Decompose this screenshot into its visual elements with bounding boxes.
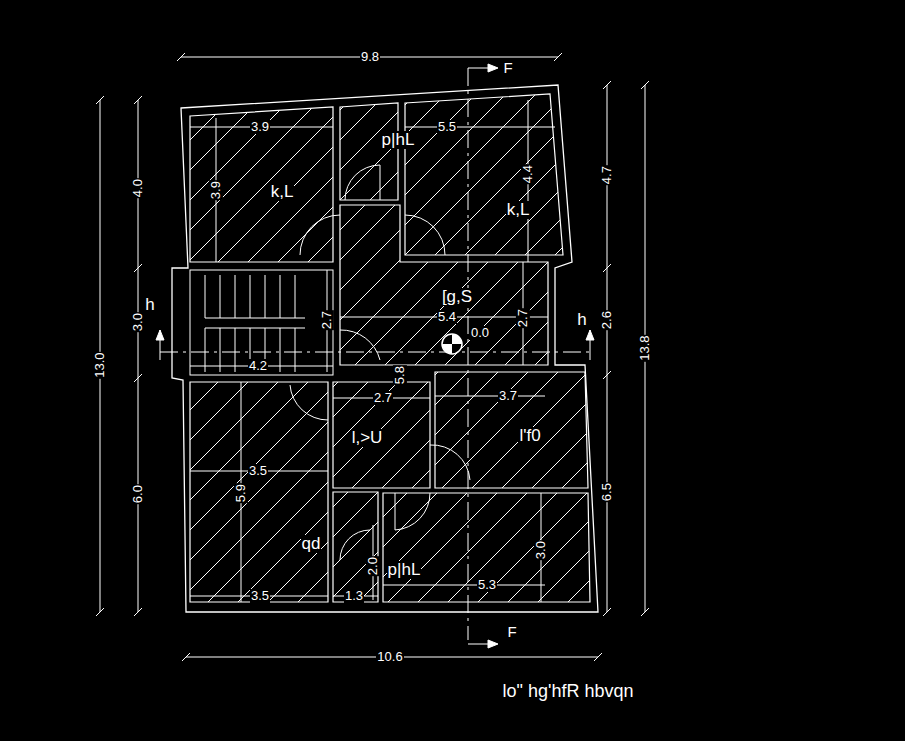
- dimension-label: l'f0: [518, 427, 541, 446]
- section-line: [468, 68, 469, 640]
- stair-outline: [190, 270, 333, 375]
- dimension-label: 3.0: [534, 540, 548, 560]
- door-swing: [345, 165, 380, 200]
- outer-walls: [172, 85, 598, 612]
- door-swing: [340, 330, 380, 360]
- dimension-label: 9.8: [360, 50, 380, 64]
- dimension-label: 3.0: [131, 312, 145, 332]
- dimension-label: 2.0: [366, 556, 380, 576]
- dimension-label: 5.5: [437, 120, 457, 134]
- dimension-label: k,L: [506, 201, 531, 220]
- dimension-label: 4.2: [248, 359, 268, 373]
- dimension-label: 3.5: [250, 589, 270, 603]
- dimension-label: 2.7: [320, 310, 334, 330]
- section-marks: [156, 64, 594, 648]
- dimension-label: h: [576, 311, 587, 330]
- door-swing: [430, 445, 470, 480]
- dimension-label: F: [506, 624, 517, 641]
- level-marker: [442, 334, 462, 354]
- dimension-label: 2.6: [600, 310, 614, 330]
- doors: [290, 165, 470, 560]
- dimension-label: 4.0: [131, 178, 145, 198]
- room-living: [190, 382, 328, 602]
- room-bedroom: [383, 493, 590, 602]
- room-small: [333, 492, 378, 602]
- dimension-label: p|hL: [387, 561, 422, 580]
- level-circle: [442, 334, 462, 354]
- door-swing: [405, 215, 445, 255]
- dimension-label: h: [144, 296, 155, 315]
- dimension-label: 5.9: [234, 483, 248, 503]
- dimension-label: 5.8: [393, 365, 407, 385]
- dimension-label: 5.3: [477, 578, 497, 592]
- dimension-label: l,>U: [351, 429, 384, 448]
- dimension-lines: [96, 53, 649, 661]
- door-swing: [300, 215, 340, 255]
- dimension-label: 1.3: [344, 589, 364, 603]
- dimension-label: 3.9: [250, 120, 270, 134]
- dimension-label: 4.4: [521, 164, 535, 184]
- outer-wall: [172, 85, 598, 612]
- stair: [190, 270, 333, 375]
- room-dimension: [190, 100, 555, 602]
- dimension-label: [g,S: [441, 288, 473, 307]
- section-marker: [160, 68, 590, 644]
- dimension-label: 3.9: [209, 180, 223, 200]
- dimension-label: 3.5: [248, 464, 268, 478]
- drawing-caption: lo" hg'hfR hbvqn: [502, 682, 635, 702]
- dimension-label: 10.6: [376, 650, 403, 664]
- dimension-label: 6.0: [131, 484, 145, 504]
- stair-treads: [205, 275, 305, 372]
- room-bath: [340, 103, 398, 200]
- dimension-line: [100, 57, 645, 657]
- rooms: [190, 94, 590, 602]
- section-line: [160, 352, 590, 353]
- dimension-label: 4.7: [600, 165, 614, 185]
- dimension-label: k,L: [270, 183, 295, 202]
- room-lounge: [435, 372, 588, 488]
- dimension-label: 2.7: [373, 391, 393, 405]
- section-arrow: [156, 64, 594, 648]
- dimension-label: 2.7: [516, 308, 530, 328]
- dimension-label: qd: [301, 535, 322, 554]
- dimension-label: 5.4: [437, 310, 457, 324]
- dimension-label: 13.8: [638, 334, 652, 361]
- dimension-label: F: [502, 60, 513, 77]
- room-hall: [340, 205, 548, 365]
- dimension-tick: [96, 53, 649, 661]
- dimension-label: 3.7: [498, 389, 518, 403]
- door-swing: [395, 493, 430, 530]
- dimension-label: 6.5: [600, 482, 614, 502]
- dimension-label: p|hL: [381, 131, 416, 150]
- room-bedroom: [405, 94, 563, 255]
- door-swing: [290, 385, 328, 420]
- level-fill: [442, 334, 462, 354]
- room-bedroom: [190, 107, 333, 262]
- dimension-label: 13.0: [93, 351, 107, 378]
- dimension-label: 0.0: [470, 326, 490, 340]
